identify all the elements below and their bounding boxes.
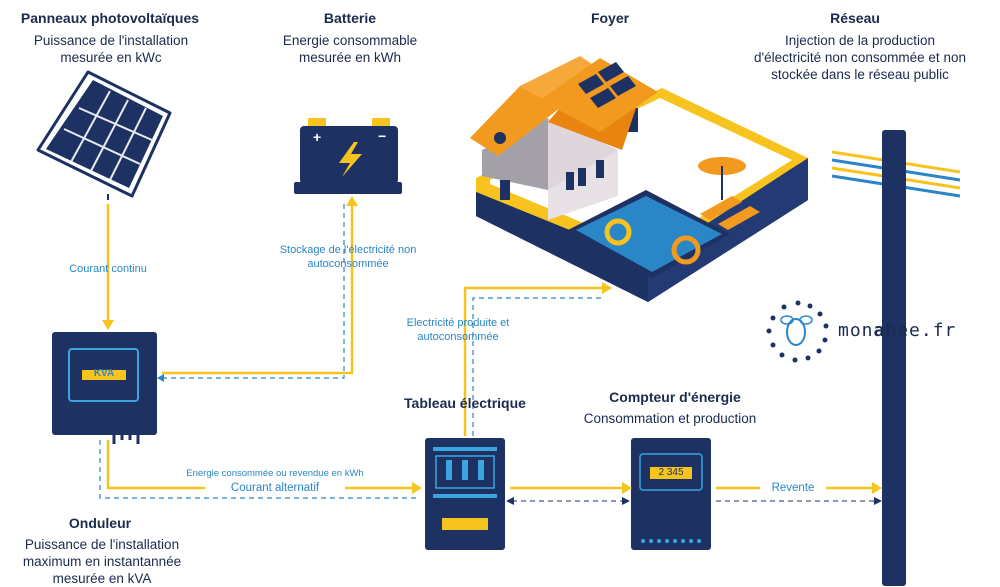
batterie-desc: Energie consommable mesurée en kWh xyxy=(250,32,450,66)
reseau-desc-line3: stockée dans le réseau public xyxy=(771,67,949,82)
power-pole-icon xyxy=(831,130,961,586)
flow-stockage-line1: Stockage de l'électricité non xyxy=(279,244,417,256)
brand-text-mid: a xyxy=(873,320,886,341)
batterie-title: Batterie xyxy=(323,10,377,26)
batterie-desc-line1: Energie consommable xyxy=(282,33,418,48)
panneaux-desc-line1: Puissance de l'installation xyxy=(33,33,189,48)
onduleur-display-text: KVA xyxy=(93,368,115,379)
reseau-desc-line1: Injection de la production xyxy=(784,33,936,48)
foyer-title: Foyer xyxy=(590,10,630,26)
flow-stockage-line2: autoconsommée xyxy=(307,258,389,270)
onduleur-title: Onduleur xyxy=(68,515,132,531)
flow-courant-alternatif: Courant alternatif xyxy=(205,481,345,495)
batterie-desc-line2: mesurée en kWh xyxy=(298,50,402,65)
flow-produite-line2: autoconsommée xyxy=(417,331,499,343)
solar-panel-icon xyxy=(36,70,172,200)
flow-stockage: Stockage de l'électricité non autoconsom… xyxy=(258,243,438,271)
brand-text-pre: mon xyxy=(838,320,874,341)
compteur-desc: Consommation et production xyxy=(583,411,757,426)
tableau-title: Tableau électrique xyxy=(404,395,526,411)
reseau-title: Réseau xyxy=(830,10,880,26)
reseau-desc: Injection de la production d'électricité… xyxy=(740,32,980,83)
compteur-title: Compteur d'énergie xyxy=(609,389,741,405)
onduleur-icon xyxy=(52,332,157,444)
panneaux-desc-line2: mesurée en kWc xyxy=(60,50,162,65)
tableau-electrique-icon xyxy=(425,438,505,550)
onduleur-desc-line3: mesurée en kVA xyxy=(52,571,152,586)
reseau-desc-line2: d'électricité non consommée et non xyxy=(754,50,966,65)
svg-text:−: − xyxy=(378,128,386,144)
flow-electricite-produite: Electricité produite et autoconsommée xyxy=(388,316,528,344)
flow-produite-line1: Electricité produite et xyxy=(406,317,510,329)
onduleur-desc-line1: Puissance de l'installation xyxy=(24,537,180,552)
onduleur-desc-line2: maximum en instantannée xyxy=(22,554,182,569)
compteur-display-text: 2 345 xyxy=(658,467,684,478)
compteur-energie-icon xyxy=(631,438,711,550)
panneaux-desc: Puissance de l'installation mesurée en k… xyxy=(0,32,222,66)
flow-courant-continu: Courant continu xyxy=(69,263,147,275)
svg-text:+: + xyxy=(313,129,321,145)
brand-text-post: bee.fr xyxy=(885,320,957,341)
onduleur-desc: Puissance de l'installation maximum en i… xyxy=(0,536,204,587)
flow-revente: Revente xyxy=(760,481,826,495)
monabee-logo-text: monabee.fr xyxy=(838,320,956,341)
monabee-bee-icon xyxy=(766,300,829,363)
battery-icon: + − xyxy=(294,118,402,194)
flow-energie-consommee: Energie consommée ou revendue en kWh xyxy=(186,468,364,479)
panneaux-title: Panneaux photovoltaïques xyxy=(20,10,200,26)
house-icon xyxy=(470,56,808,302)
flow-arrows xyxy=(99,196,882,505)
